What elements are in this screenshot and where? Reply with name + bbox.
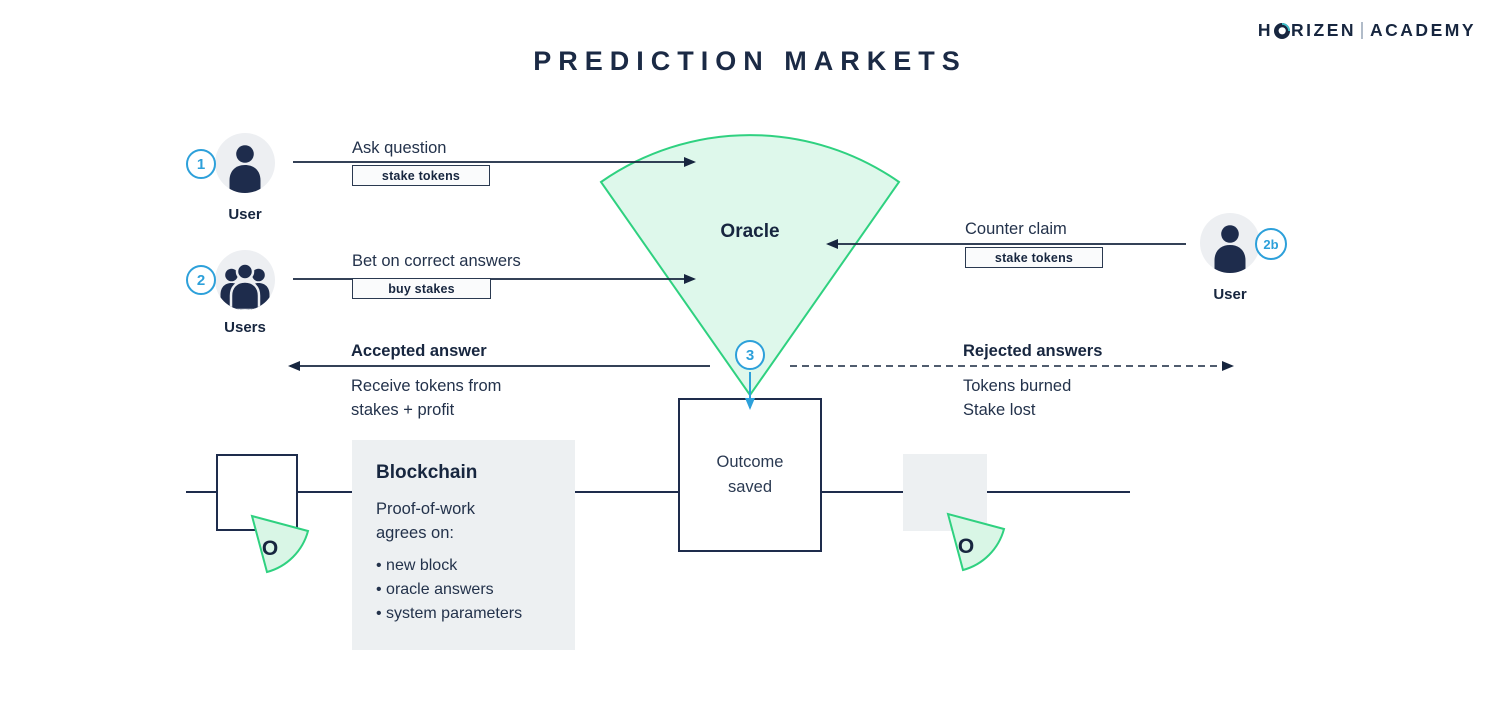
accepted-answer-title: Accepted answer bbox=[351, 342, 487, 360]
blockchain-subtitle-line2: agrees on: bbox=[376, 524, 454, 542]
user2b-label: User bbox=[1213, 286, 1247, 303]
page-title: PREDICTION MARKETS bbox=[533, 46, 967, 76]
logo-rizen: RIZEN bbox=[1291, 20, 1357, 40]
users-icon bbox=[220, 262, 270, 310]
user-icon bbox=[1214, 225, 1246, 273]
step-badge-1: 1 bbox=[186, 149, 216, 179]
rejected-answers-title: Rejected answers bbox=[963, 342, 1103, 360]
step-badge-2: 2 bbox=[186, 265, 216, 295]
oracle-mini-letter-right: O bbox=[958, 535, 974, 558]
blockchain-bullet-new-block: new block bbox=[376, 554, 557, 578]
accepted-answer-line1: Receive tokens from bbox=[351, 377, 502, 395]
outcome-saved-box: Outcome saved bbox=[678, 398, 822, 552]
horizen-globe-icon bbox=[1274, 22, 1291, 39]
outcome-line2: saved bbox=[727, 478, 773, 496]
blockchain-block-left bbox=[216, 454, 298, 531]
blockchain-block-right bbox=[903, 454, 987, 531]
oracle-label: Oracle bbox=[720, 221, 780, 242]
oracle-mini-letter-left: O bbox=[262, 537, 278, 560]
stake-tokens-tag-ask: stake tokens bbox=[352, 165, 490, 186]
user1-label: User bbox=[228, 206, 262, 223]
rejected-answers-line2: Stake lost bbox=[963, 401, 1036, 419]
rejected-answers-line1: Tokens burned bbox=[963, 377, 1072, 395]
logo-h: H bbox=[1257, 20, 1274, 40]
blockchain-bullet-list: new block oracle answers system paramete… bbox=[376, 554, 557, 626]
logo-divider bbox=[1361, 22, 1364, 39]
user2b-avatar bbox=[1200, 213, 1260, 273]
step-badge-2b: 2b bbox=[1255, 228, 1287, 260]
accepted-answer-body: Receive tokens from stakes + profit bbox=[351, 374, 501, 422]
horizen-academy-logo: H RIZEN ACADEMY bbox=[1258, 20, 1476, 41]
blockchain-panel: Blockchain Proof-of-work agrees on: new … bbox=[352, 440, 575, 650]
users2-label: Users bbox=[224, 319, 266, 336]
ask-question-label: Ask question bbox=[352, 139, 447, 157]
logo-academy: ACADEMY bbox=[1370, 20, 1476, 40]
rejected-answers-body: Tokens burned Stake lost bbox=[963, 374, 1071, 422]
blockchain-title: Blockchain bbox=[376, 462, 478, 483]
accepted-answer-line2: stakes + profit bbox=[351, 401, 455, 419]
bet-label: Bet on correct answers bbox=[352, 252, 521, 270]
buy-stakes-tag: buy stakes bbox=[352, 278, 491, 299]
blockchain-bullet-system-parameters: system parameters bbox=[376, 602, 557, 626]
counter-claim-label: Counter claim bbox=[965, 220, 1067, 238]
blockchain-bullet-oracle-answers: oracle answers bbox=[376, 578, 557, 602]
step-badge-3: 3 bbox=[735, 340, 765, 370]
blockchain-subtitle-line1: Proof-of-work bbox=[376, 500, 476, 518]
user-icon bbox=[229, 145, 261, 193]
outcome-line1: Outcome bbox=[716, 453, 784, 471]
stake-tokens-tag-counter: stake tokens bbox=[965, 247, 1103, 268]
users2-avatar bbox=[215, 250, 275, 310]
user1-avatar bbox=[215, 133, 275, 193]
